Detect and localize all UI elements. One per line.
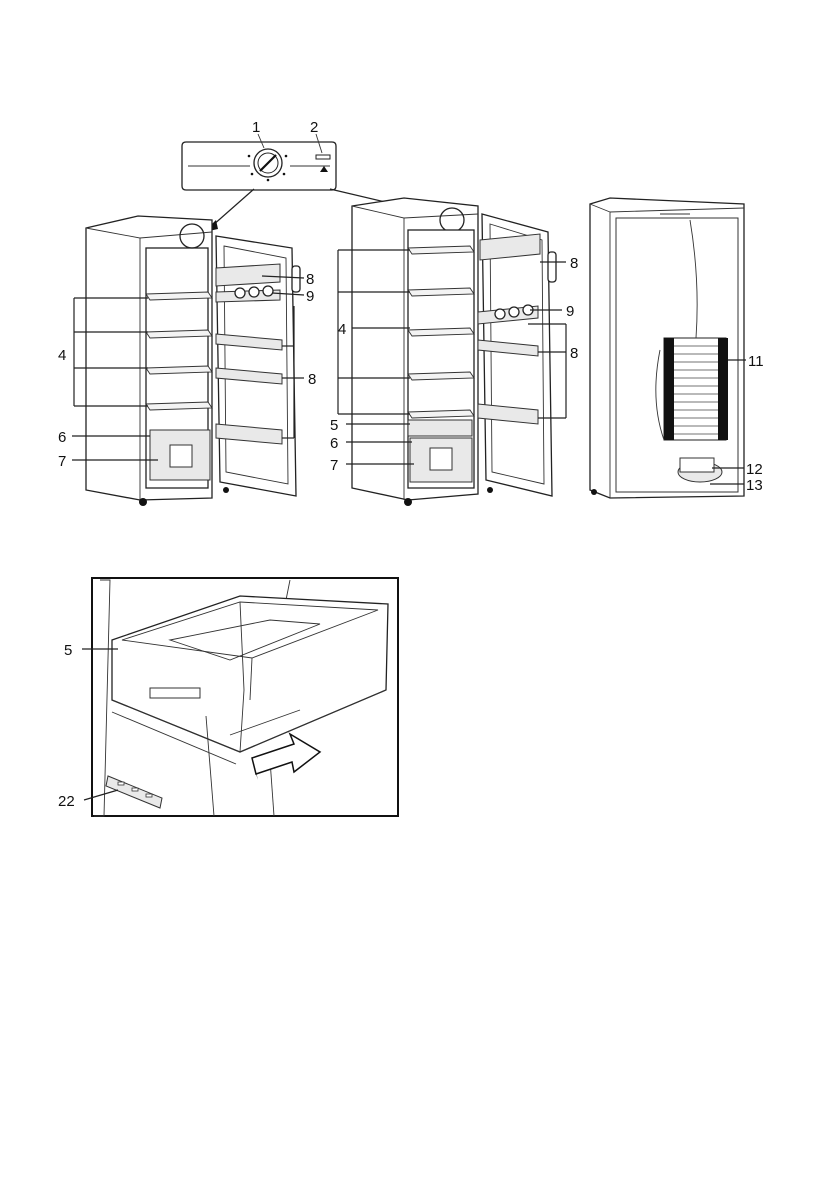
callout-mid-5: 5 [330, 417, 338, 434]
callout-mid-7: 7 [330, 457, 338, 474]
callout-back-11: 11 [748, 353, 764, 370]
callout-drawer-5: 5 [64, 642, 72, 659]
callout-mid-4: 4 [338, 321, 346, 338]
callout-mid-8-mid: 8 [570, 345, 578, 362]
callout-mid-8-top: 8 [570, 255, 578, 272]
callout-left-7: 7 [58, 453, 66, 470]
fridge-middle: 4 5 6 7 8 9 8 [330, 198, 578, 506]
callout-left-4: 4 [58, 347, 66, 364]
callout-left-8-mid: 8 [308, 371, 316, 388]
callout-mid-9: 9 [566, 303, 574, 320]
callout-1: 1 [252, 119, 260, 136]
callout-drawer-22: 22 [58, 793, 75, 810]
callout-back-13: 13 [746, 477, 763, 494]
callout-2: 2 [310, 119, 318, 136]
fridge-back: 11 12 13 [590, 198, 764, 498]
fridge-left: 4 6 7 8 9 8 [58, 216, 316, 506]
drawer-detail: 5 22 [58, 578, 398, 816]
callout-back-12: 12 [746, 461, 763, 478]
callout-left-9: 9 [306, 288, 314, 305]
callout-left-8-top: 8 [306, 271, 314, 288]
callout-left-6: 6 [58, 429, 66, 446]
callout-mid-6: 6 [330, 435, 338, 452]
